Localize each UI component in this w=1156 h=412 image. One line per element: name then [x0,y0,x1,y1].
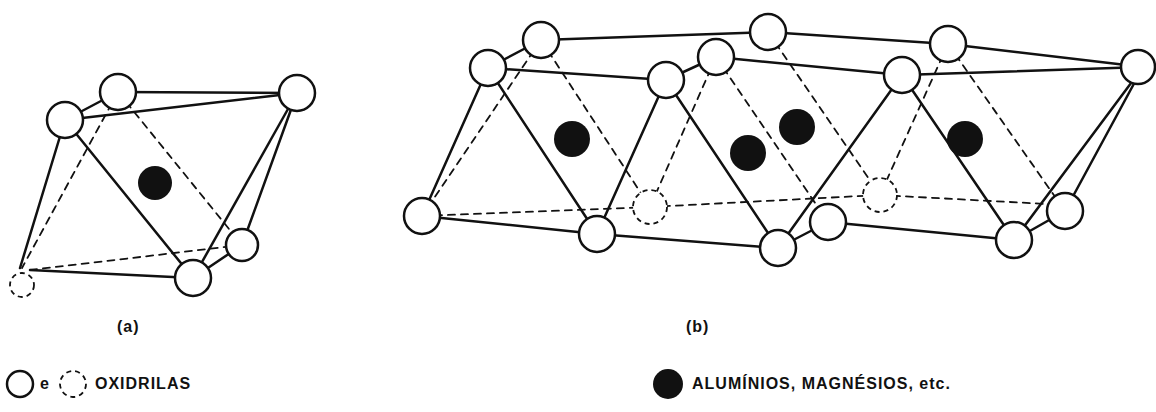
legend-samples [7,369,683,399]
cation-dots [138,109,983,200]
hidden-hydroxyl-circles [10,178,897,297]
figure-label: (a) [117,318,140,336]
octahedron-edges [20,32,1143,278]
hydroxyl-circles [47,14,1155,296]
legend-text: OXIDRILAS [95,375,191,393]
legend-text: ALUMÍNIOS, MAGNÉSIOS, etc. [692,375,951,393]
legend-connector-word: e [40,375,50,393]
figure-label: (b) [686,318,709,336]
